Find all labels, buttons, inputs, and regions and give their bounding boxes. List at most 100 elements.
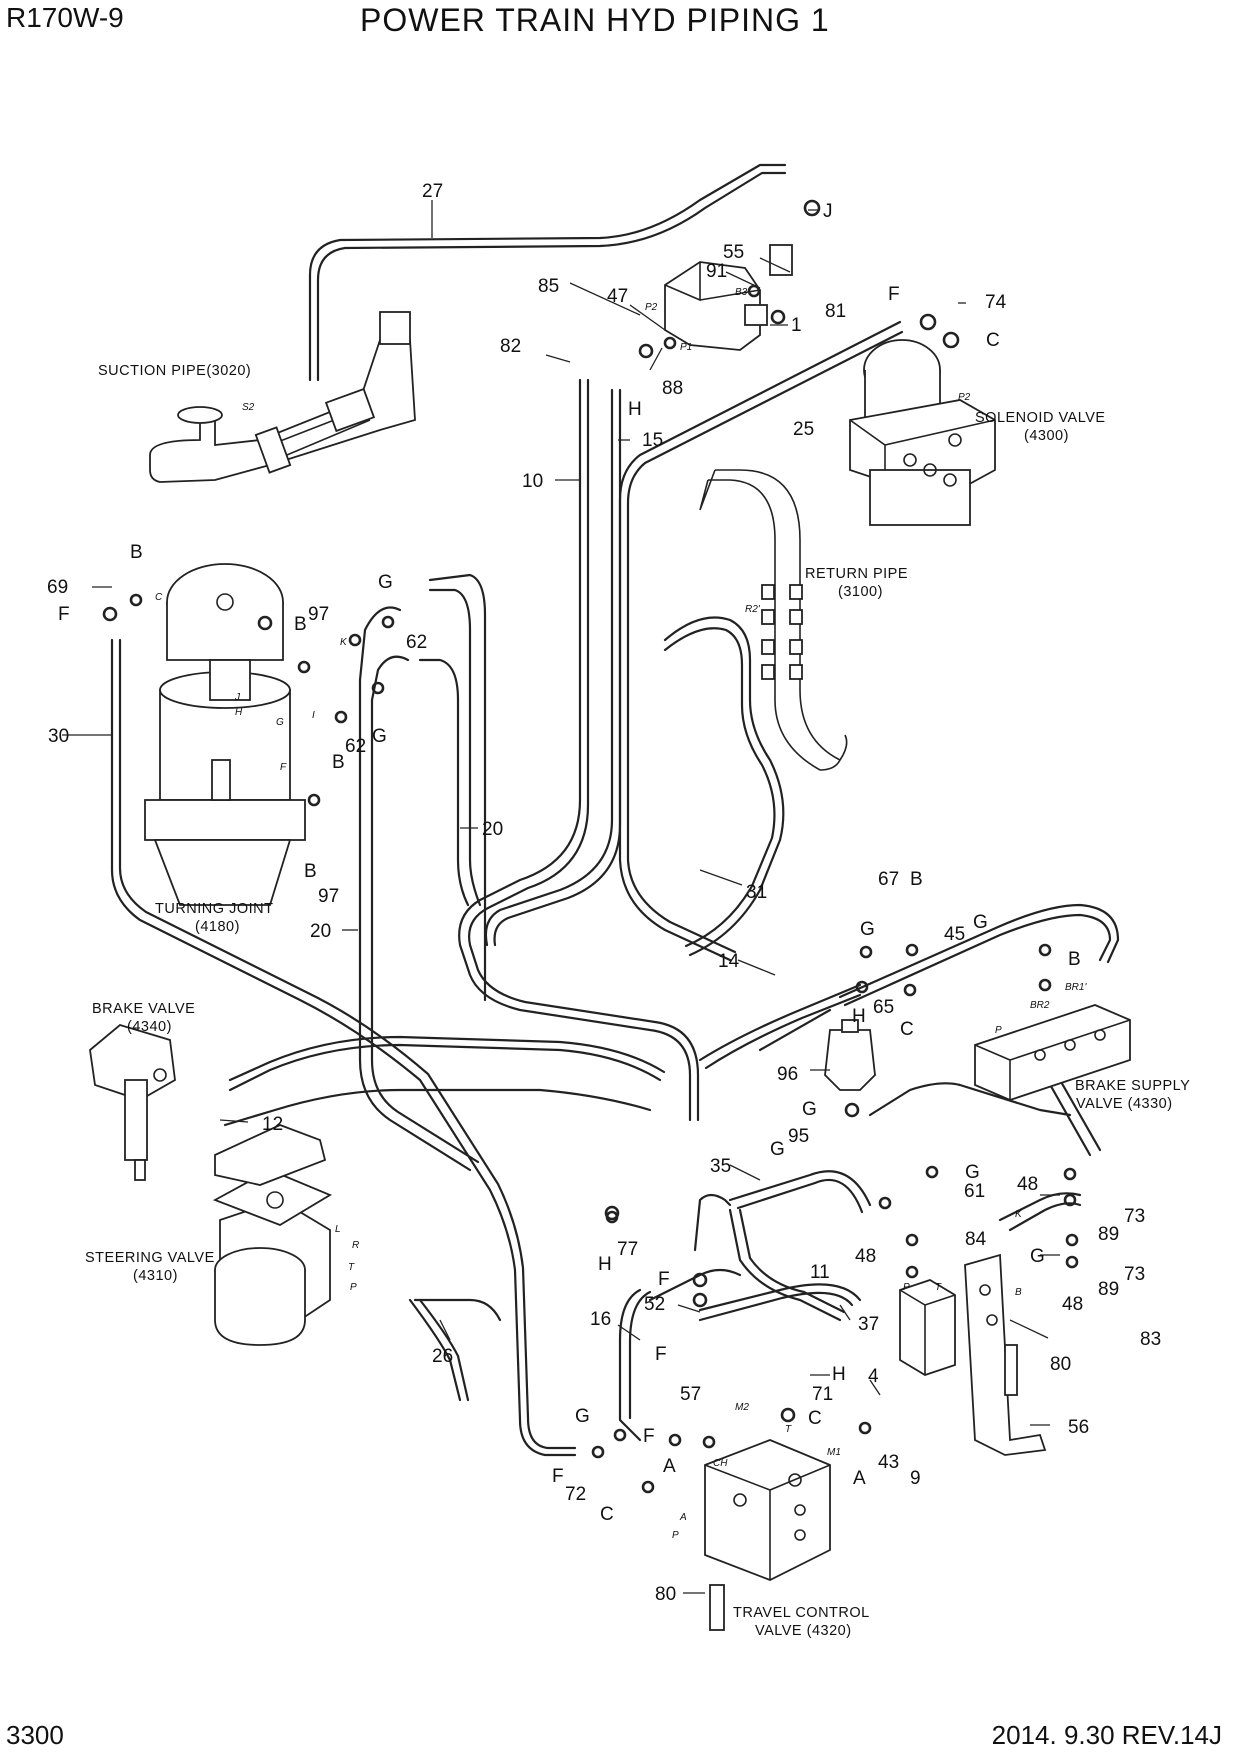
callout-g-95: G <box>770 1139 785 1160</box>
callout-a-57: A <box>663 1456 676 1477</box>
pipe-30 <box>110 638 577 1457</box>
callout-20-b: 20 <box>310 921 331 942</box>
callout-43: 43 <box>878 1452 899 1473</box>
label-suction-pipe: SUCTION PIPE(3020) <box>98 363 251 379</box>
callout-b-45: B <box>1068 949 1081 970</box>
callout-c-65: C <box>900 1019 914 1040</box>
callout-77: 77 <box>617 1239 638 1260</box>
callout-g-45: G <box>973 912 988 933</box>
callout-b-97b: B <box>304 861 317 882</box>
callout-g-67: G <box>860 919 875 940</box>
o-rings <box>102 199 1079 1494</box>
callout-47: 47 <box>607 286 628 307</box>
label-return-pipe-num: (3100) <box>838 584 883 600</box>
label-travel-control: TRAVEL CONTROL <box>733 1605 870 1621</box>
callout-g-72: G <box>575 1406 590 1427</box>
port-h: H <box>235 707 243 718</box>
label-brake-valve: BRAKE VALVE <box>92 1001 195 1017</box>
accumulator-96 <box>824 1019 876 1091</box>
callout-j: J <box>823 201 833 222</box>
callout-62-top: 62 <box>406 632 427 653</box>
pipe-31 <box>663 616 785 957</box>
callout-83: 83 <box>1140 1329 1161 1350</box>
callout-81: 81 <box>825 301 846 322</box>
callout-15: 15 <box>642 430 663 451</box>
callout-74: 74 <box>985 292 1007 313</box>
valve-block-4 <box>899 1279 956 1376</box>
turning-joint-4180 <box>144 563 306 906</box>
port-c: C <box>155 592 163 603</box>
callout-96: 96 <box>777 1064 798 1085</box>
port-p-brake: P <box>995 1025 1002 1036</box>
port-p-block4: P <box>903 1282 910 1293</box>
port-r2: R2' <box>745 604 761 615</box>
leader-lines <box>62 200 1060 1594</box>
callout-c-top: C <box>986 330 1000 351</box>
callout-h-71: H <box>832 1364 846 1385</box>
callout-73-bottom: 73 <box>1124 1264 1145 1285</box>
port-r: R <box>352 1240 359 1251</box>
callout-20-a: 20 <box>482 819 503 840</box>
label-return-pipe: RETURN PIPE <box>805 566 908 582</box>
label-brake-supply-num: VALVE (4330) <box>1076 1096 1173 1112</box>
port-br2: BR2 <box>1030 1000 1050 1011</box>
port-p1: P1 <box>680 342 692 353</box>
callout-h-65: H <box>852 1006 866 1027</box>
callout-26: 26 <box>432 1346 453 1367</box>
label-turning-joint-num: (4180) <box>195 919 240 935</box>
pipe-37 <box>728 1208 846 1322</box>
callout-h-top: H <box>628 399 642 420</box>
callout-91: 91 <box>706 261 727 282</box>
callout-16: 16 <box>590 1309 611 1330</box>
pipe-10 <box>458 378 700 1122</box>
label-turning-joint: TURNING JOINT <box>155 901 273 917</box>
callout-g-62b: G <box>372 726 387 747</box>
callout-37: 37 <box>858 1314 879 1335</box>
callout-f-69: F <box>58 604 70 625</box>
callout-4: 4 <box>868 1366 879 1387</box>
port-t-travel: T <box>785 1424 792 1435</box>
revision-date: 2014. 9.30 REV.14J <box>991 1720 1222 1750</box>
callout-48-top: 48 <box>1017 1174 1038 1195</box>
port-b-block: B <box>1015 1287 1022 1298</box>
callout-89-top: 89 <box>1098 1224 1119 1245</box>
model-code: R170W-9 <box>6 2 124 33</box>
callout-f-57: F <box>643 1426 655 1447</box>
callout-25: 25 <box>793 419 814 440</box>
label-brake-supply: BRAKE SUPPLY <box>1075 1078 1190 1094</box>
callout-48-bottom: 48 <box>1062 1294 1083 1315</box>
callout-55: 55 <box>723 242 744 263</box>
callout-67: 67 <box>878 869 899 890</box>
pipe-35 <box>693 1170 872 1252</box>
callout-9: 9 <box>910 1468 921 1489</box>
port-f: F <box>280 762 287 773</box>
brake-supply-valve-4330 <box>974 1004 1131 1101</box>
callout-69: 69 <box>47 577 68 598</box>
port-p2-solenoid: P2 <box>958 392 971 403</box>
callout-g-62: G <box>378 572 393 593</box>
callout-1: 1 <box>791 315 802 336</box>
callout-a-43: A <box>853 1468 866 1489</box>
port-t: T <box>348 1262 355 1273</box>
callout-97-top: 97 <box>308 604 329 625</box>
callout-b-62: B <box>332 752 345 773</box>
callout-71: 71 <box>812 1384 833 1405</box>
callout-80-bottom: 80 <box>655 1584 676 1605</box>
callout-61: 61 <box>964 1181 985 1202</box>
callout-c-72: C <box>600 1504 614 1525</box>
callout-48-mid: 48 <box>855 1246 876 1267</box>
pipe-16 <box>618 1268 742 1442</box>
callout-88: 88 <box>662 378 683 399</box>
callout-14: 14 <box>718 951 740 972</box>
label-steering-valve-num: (4310) <box>133 1268 178 1284</box>
port-br1: BR1' <box>1065 982 1087 993</box>
callout-c-71: C <box>808 1408 822 1429</box>
callout-72: 72 <box>565 1484 586 1505</box>
port-g: G <box>276 717 284 728</box>
steering-valve-4310 <box>212 1169 332 1346</box>
bracket-steering <box>214 1124 327 1186</box>
label-steering-valve: STEERING VALVE <box>85 1250 215 1266</box>
callout-11: 11 <box>810 1262 830 1283</box>
pipe-15 <box>484 388 622 947</box>
port-k-block: K <box>1015 1209 1023 1220</box>
